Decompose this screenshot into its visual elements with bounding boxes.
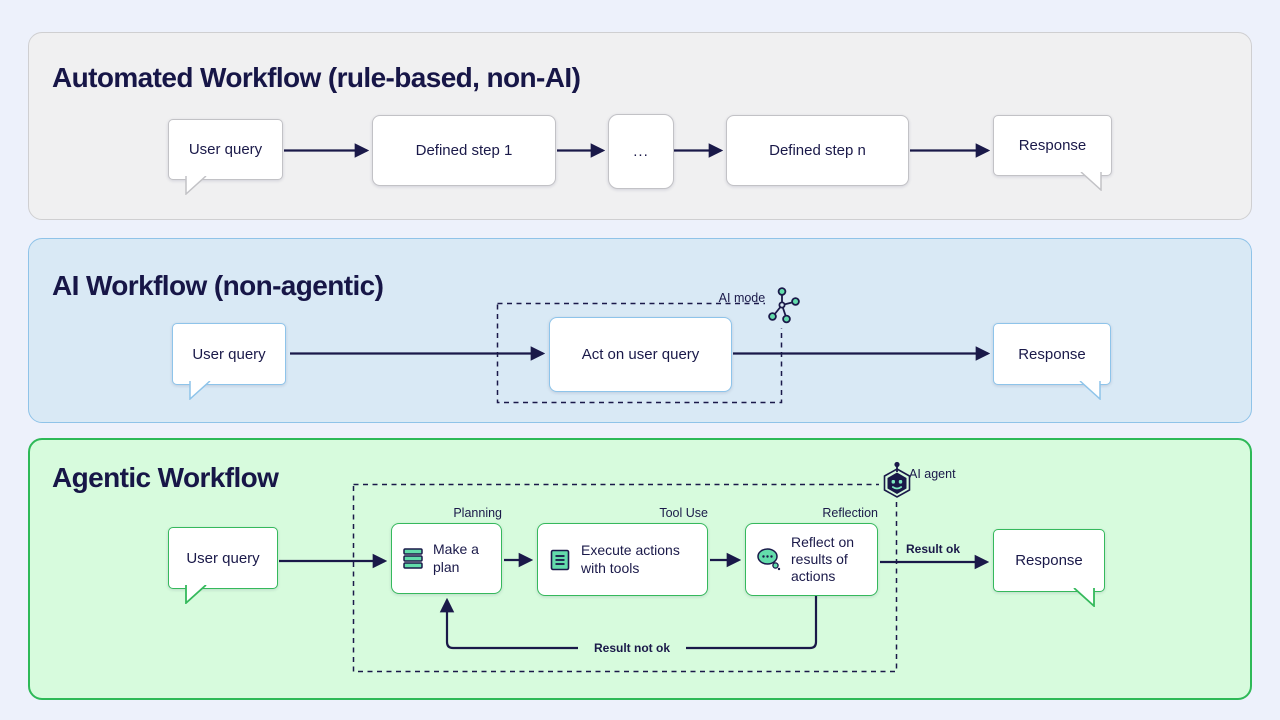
node-label: Act on user query [581,346,700,363]
speech-tail-icon [185,176,207,195]
stage-label-tool-use: Tool Use [659,506,708,520]
speech-tail-icon [189,381,211,400]
stack-icon [402,547,424,570]
node-label: User query [186,549,260,567]
edge-label-result-ok: Result ok [905,542,960,556]
node-label: Reflect on results of actions [791,533,855,585]
edge-label-result-not-ok: Result not ok [578,639,686,657]
node-ellipsis: ... [608,114,674,189]
stage-label-planning: Planning [453,506,502,520]
node-label: Response [1018,137,1087,154]
node-label: Response [1018,345,1086,363]
speech-tail-icon [1073,588,1095,607]
node-label: Defined step 1 [415,142,513,159]
node-response-agentic: Response [993,529,1105,607]
node-user-query-automated: User query [168,119,283,195]
node-user-query-agentic: User query [168,527,278,604]
node-user-query-ai: User query [172,323,286,400]
node-label: User query [192,345,266,363]
thought-bubble-icon [756,547,782,572]
document-lines-icon [548,548,572,572]
node-label: Defined step n [769,142,866,159]
node-reflect-on-results: Reflect on results of actions [745,523,878,596]
node-defined-step-1: Defined step 1 [372,115,556,186]
node-label: User query [188,141,263,158]
ai-agent-label: AI agent [909,467,956,481]
node-response-ai: Response [993,323,1111,400]
panel-title-automated: Automated Workflow (rule-based, non-AI) [52,62,581,93]
node-execute-actions: Execute actions with tools [537,523,708,596]
node-defined-step-n: Defined step n [726,115,909,186]
node-act-on-user-query: Act on user query [549,317,732,392]
node-label: ... [633,143,649,160]
node-response-automated: Response [993,115,1112,191]
node-label: Execute actions with tools [581,542,680,576]
speech-tail-icon [1079,381,1101,400]
node-label: Response [1015,552,1083,569]
ai-model-label: AI model [718,291,768,305]
node-make-a-plan: Make a plan [391,523,502,594]
node-label: Make a plan [433,541,479,575]
stage-label-reflection: Reflection [822,506,878,520]
panel-title-agentic: Agentic Workflow [52,462,279,493]
ai-agent-icon [877,460,917,508]
ai-model-icon [765,286,801,328]
panel-title-ai: AI Workflow (non-agentic) [52,270,384,301]
speech-tail-icon [185,585,207,604]
speech-tail-icon [1080,172,1102,191]
